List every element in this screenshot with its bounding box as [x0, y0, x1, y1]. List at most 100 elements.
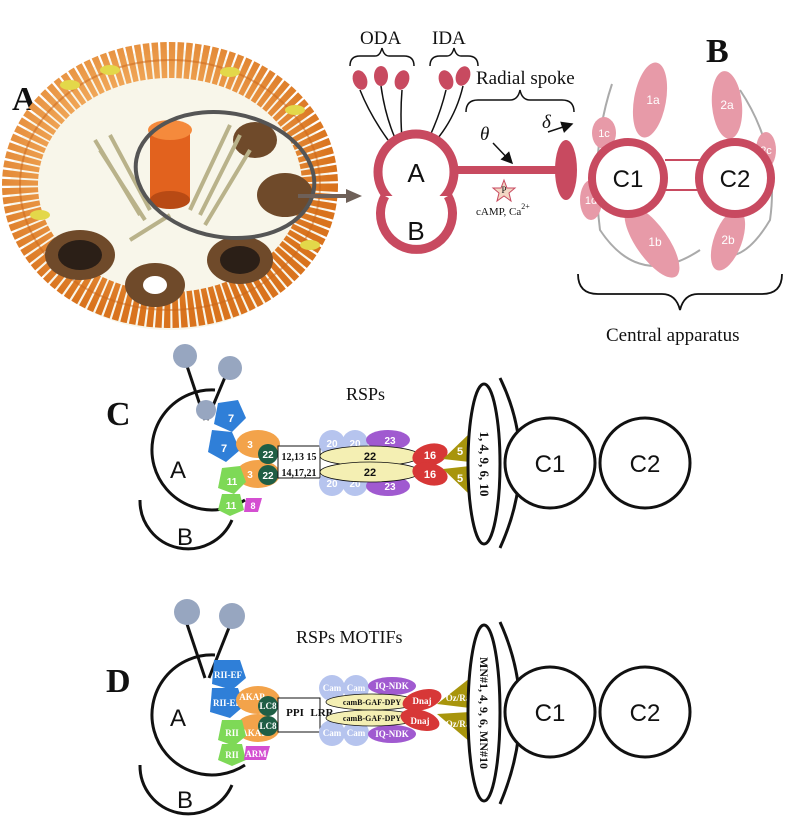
c-spoke-head-label: 1, 4, 9, 6, 10: [477, 432, 492, 497]
rsp16-b: [412, 462, 448, 486]
c1-label: C1: [613, 166, 644, 193]
rsp7-b-label: 7: [221, 443, 227, 455]
lc8-a: [258, 696, 278, 716]
dnaj-a: [402, 689, 442, 711]
rsp20-b-label: 20: [349, 439, 361, 450]
akap-a-label: AKAP: [239, 692, 265, 702]
zoom-arrow: [298, 189, 362, 203]
oda-label: ODA: [360, 28, 401, 49]
rsp5-b: [443, 466, 470, 495]
rsp7-a: [214, 400, 246, 432]
projection-1b-label: 1b: [648, 235, 662, 249]
radial-spoke-label: Radial spoke: [476, 68, 575, 89]
panel-d-label: D: [106, 663, 131, 700]
delta-arrow: [547, 121, 574, 134]
rsp23-b-label: 23: [384, 482, 396, 493]
central-pair-3d: [148, 120, 192, 209]
cam-c-label: Cam: [323, 728, 342, 738]
rsp20-a-label: 20: [326, 439, 338, 450]
c-c2-label: C2: [630, 451, 661, 478]
rsp-neck-top-label: 12,13 15: [282, 452, 317, 463]
theta-arrow: [492, 142, 514, 165]
c-c1-circle: [503, 416, 597, 510]
cam-a: [319, 675, 345, 701]
c-spoke-head: [466, 382, 502, 546]
rsp23-a: [366, 430, 410, 450]
arm: [244, 746, 270, 760]
dnaj-a-label: Dnaj: [412, 696, 431, 706]
akap-b-label: AKAP: [241, 728, 267, 738]
rsp5-b-label: 5: [457, 473, 463, 485]
second-messengers-label: cAMP, Ca2+: [476, 202, 530, 218]
rsp16-b-label: 16: [424, 469, 436, 481]
iq-ndk-a: [368, 677, 416, 695]
d-c2-circle: [598, 665, 692, 759]
c2-label: C2: [720, 166, 751, 193]
dynein-arms-3d: [30, 65, 320, 250]
c2-circle: [695, 138, 775, 218]
oz-ra-b: [437, 712, 470, 742]
rii-ef-b-label: RII-EF: [213, 698, 242, 708]
d-doublet-a-label: A: [170, 705, 186, 732]
projection-1c: [592, 117, 616, 149]
d-c1-circle: [503, 665, 597, 759]
projection-2a-label: 2a: [720, 98, 734, 112]
cam-d-label: Cam: [347, 728, 366, 738]
rsp-neck-bottom-label: 14,17,21: [282, 468, 317, 479]
cross-section-diagram: ODA IDA Radial spoke A B θ: [349, 28, 783, 346]
oda-dynein-heads: [352, 66, 410, 141]
rsp22-b-label: 22: [262, 471, 274, 482]
delta-label: δ: [542, 112, 552, 133]
spoke-shaft: [454, 166, 559, 174]
rsp11-b-label: 11: [226, 501, 237, 512]
ppi-label: PPI: [286, 707, 304, 719]
theta-label: θ: [480, 124, 489, 145]
d-dynein-head-1: [174, 599, 200, 625]
rsp20-d-label: 20: [349, 479, 361, 490]
doublet-b-arc: [376, 193, 457, 254]
oz-ra-b-label: Oz/Ra: [446, 719, 471, 729]
camb-gaf-dpy-b-label: camB-GAF-DPY: [343, 714, 401, 723]
doublet-cylinders: [45, 122, 313, 307]
rsp22-a-label: 22: [262, 450, 274, 461]
lc8-b-label: LC8: [259, 721, 277, 731]
rsp-neck-box: [277, 445, 321, 479]
central-apparatus-brace: [577, 273, 783, 311]
phosphorylation-star: [491, 178, 517, 203]
rsp3-a-label: 3: [247, 440, 253, 451]
panel-c-label: C: [106, 396, 131, 433]
cam-b-label: Cam: [347, 683, 366, 693]
doublet-b-label: B: [407, 216, 424, 246]
rii-b-label: RII: [225, 750, 239, 760]
rsp11-a: [218, 466, 246, 494]
rii-ef-a-label: RII-EF: [214, 670, 243, 680]
oz-ra-a: [437, 678, 470, 708]
iq-ndk-a-label: IQ-NDK: [375, 681, 409, 691]
d-neck-box: [277, 697, 321, 733]
rii-ef-b: [210, 688, 244, 718]
c-doublet-b-label: B: [177, 524, 193, 551]
dnaj-b-label: Dnaj: [410, 716, 429, 726]
rsp16-a-label: 16: [424, 450, 436, 462]
rsp-motifs-title: RSPs MOTIFs: [296, 627, 403, 647]
c-c1-label: C1: [535, 451, 566, 478]
rsp8-label: 8: [250, 501, 255, 511]
p-label: P: [501, 185, 506, 195]
ida-label: IDA: [432, 28, 466, 49]
cam-d: [343, 720, 369, 746]
rsp22-a: [258, 444, 278, 464]
rsp-motif-diagram: A B RII-EF RII-EF AKAP AKAP LC8 LC8 RII …: [138, 599, 692, 816]
projection-1b: [624, 206, 680, 278]
projection-1c-label: 1c: [598, 128, 610, 140]
highlight-oval: [133, 109, 317, 241]
camb-gaf-dpy-a-label: camB-GAF-DPY: [343, 698, 401, 707]
panel-b-label: B: [706, 33, 729, 70]
radial-spokes-3d: [93, 124, 252, 242]
c-c2-circle: [598, 416, 692, 510]
d-doublet-b-label: B: [177, 787, 193, 814]
cam-a-label: Cam: [323, 683, 342, 693]
central-apparatus-label: Central apparatus: [606, 325, 739, 346]
projection-1a: [632, 62, 668, 138]
d-c1-label: C1: [535, 700, 566, 727]
